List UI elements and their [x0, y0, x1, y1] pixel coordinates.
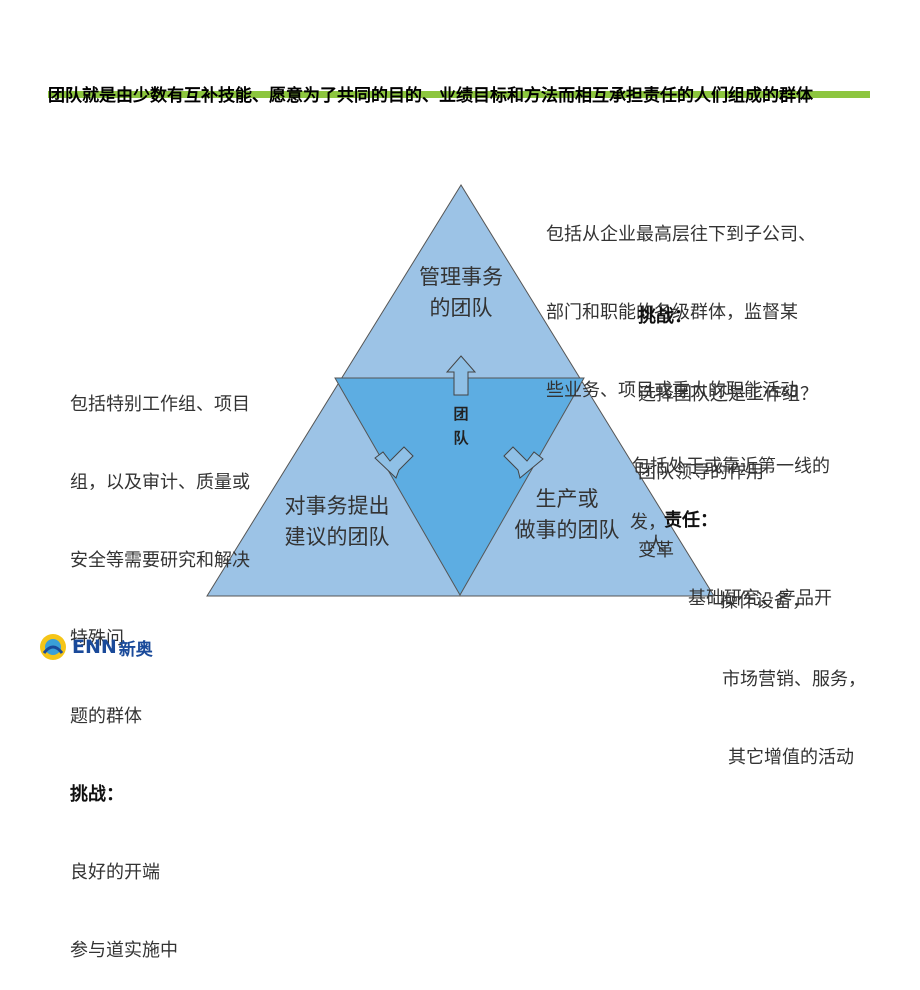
top-team-challenge: 挑战： 选择团队还是工作组？ 团队领导的作用 变革	[638, 252, 818, 590]
desc-line: 组，以及审计、质量或	[70, 472, 250, 493]
activity-line: 其它增值的活动	[728, 747, 854, 768]
responsibility-heading: 责任：	[664, 510, 718, 531]
challenge-line: 变革	[638, 540, 674, 561]
right-team-responsibility: 责任： 基础研究、产品开	[664, 456, 832, 638]
right-team-label-line: 生产或	[535, 487, 599, 511]
core-team-label-char: 团	[453, 405, 469, 423]
desc-line: 题的群体	[70, 706, 142, 727]
enn-sun-icon	[40, 634, 66, 660]
left-team-label-line: 对事务提出	[284, 494, 390, 518]
top-team-label: 管理事务 的团队	[398, 262, 524, 324]
activity-line: 操作设备，	[720, 591, 810, 612]
desc-line: 包括从企业最高层往下到子公司、	[546, 224, 816, 245]
enn-logo: ENN 新奥	[38, 632, 153, 662]
desc-line: 特殊问	[70, 628, 124, 649]
desc-line: 安全等需要研究和解决	[70, 550, 250, 571]
left-team-description: 包括特别工作组、项目 组，以及审计、质量或 安全等需要研究和解决 特殊问 题的群…	[70, 340, 250, 990]
top-team-description: 包括从企业最高层往下到子公司、 部门和职能的各级群体，监督某 些业务、项目或重大…	[546, 170, 816, 430]
right-team-label: 生产或 做事的团队	[508, 484, 626, 546]
responsibility-line-wrap: 发，	[630, 512, 666, 533]
logo-text: ENN	[72, 636, 117, 658]
right-team-description: 包括处于或靠近第一线的 人	[632, 402, 830, 584]
top-team-label-line: 管理事务	[419, 265, 503, 289]
responsibility-line: 基础研究、产品开	[688, 588, 832, 609]
top-team-label-line: 的团队	[429, 296, 493, 320]
challenge-heading: 挑战：	[638, 306, 692, 327]
right-team-activities: 操作设备， 市场营销、服务， 其它增值的活动	[720, 537, 866, 797]
core-team-label-char: 队	[453, 429, 469, 447]
challenge-heading: 挑战：	[70, 784, 124, 805]
title-highlight-bar	[48, 91, 870, 98]
desc-line: 包括特别工作组、项目	[70, 394, 250, 415]
challenge-line: 选择团队还是工作组？	[638, 384, 818, 405]
desc-line: 人	[647, 534, 665, 555]
core-team-label: 团 队	[448, 402, 474, 450]
activity-line: 市场营销、服务，	[722, 669, 866, 690]
challenge-line: 良好的开端	[70, 862, 160, 883]
page-title: 团队就是由少数有互补技能、愿意为了共同的目的、业绩目标和方法而相互承担责任的人们…	[48, 86, 813, 106]
logo-chinese-text: 新奥	[118, 639, 153, 660]
desc-line: 部门和职能的各级群体，监督某	[546, 302, 798, 323]
right-team-label-line: 做事的团队	[514, 518, 620, 542]
left-team-label: 对事务提出 建议的团队	[266, 491, 408, 553]
challenge-line: 团队领导的作用	[638, 462, 764, 483]
arrow-down-left-icon	[374, 446, 414, 479]
left-team-label-line: 建议的团队	[284, 525, 390, 549]
desc-line: 些业务、项目或重大的职能活动	[546, 380, 798, 401]
challenge-line: 参与道实施中	[70, 940, 178, 961]
desc-line: 包括处于或靠近第一线的	[632, 456, 830, 477]
arrow-down-right-icon	[503, 446, 544, 479]
arrow-up-icon	[445, 355, 477, 396]
team-pyramid-diagram	[206, 184, 715, 597]
